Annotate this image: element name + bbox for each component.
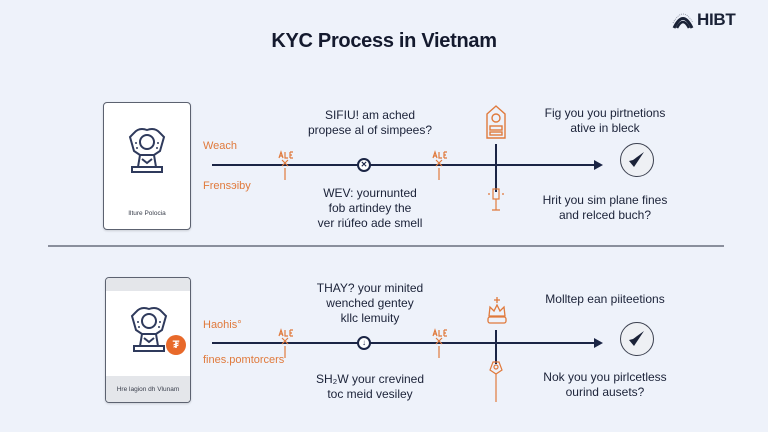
pin-marker-icon	[488, 188, 504, 211]
right-top-text: Molltep ean piiteetions	[530, 292, 680, 307]
label-top: Weach	[203, 140, 238, 152]
text-line: and relced buch?	[558, 208, 652, 222]
text-line: fob artindey the	[328, 201, 412, 215]
text-line: propese al of simpees?	[307, 123, 433, 137]
text-line: SIFIU! am ached	[324, 108, 416, 122]
text-line: Nok you you pirlcetless	[543, 370, 667, 384]
checkmark-icon	[629, 331, 644, 346]
check-circle-icon[interactable]	[620, 143, 654, 177]
text-line: Molltep ean piiteetions	[545, 292, 665, 306]
text-line: WEV: yournunted	[323, 186, 417, 200]
hibt-arch-icon	[672, 13, 694, 29]
card-header-band	[106, 278, 190, 291]
emblem-icon	[128, 128, 166, 173]
label-bottom: fines.pomtorcers	[203, 354, 285, 366]
page-title: KYC Process in Vietnam	[271, 30, 497, 52]
text-line: ative in bleck	[570, 121, 640, 135]
arrow-head-icon	[594, 160, 603, 170]
emblem-icon	[130, 307, 168, 352]
document-card: ₮ Hre lagion dh Vlunam	[105, 277, 191, 403]
text-line: kllc lemuity	[340, 311, 400, 325]
text-line: THAY? your minited	[316, 281, 424, 295]
card-caption: Ilture Polocia	[128, 210, 166, 217]
step-connector	[495, 144, 497, 192]
milestone-marker-icon	[278, 150, 293, 180]
text-line: toc meid vesiley	[327, 387, 413, 401]
milestone-marker-icon	[278, 328, 293, 358]
card-caption: Hre lagion dh Vlunam	[116, 386, 180, 393]
process-line	[212, 164, 596, 166]
document-card: Ilture Polocia	[103, 102, 191, 230]
label-top: Haohis°	[203, 319, 242, 331]
logo-text: HIBT	[697, 10, 736, 29]
card-footer-band	[106, 376, 190, 402]
center-bottom-text: SH₂W your crevined toc meid vesiley	[290, 372, 450, 402]
text-line: Fig you you pirtnetions	[544, 106, 666, 120]
center-bottom-text: WEV: yournunted fob artindey the ver riú…	[290, 186, 450, 231]
text-line: Hrit you sim plane fines	[542, 193, 668, 207]
weight-pendulum-icon	[489, 361, 503, 402]
step-connector	[495, 330, 497, 364]
label-bottom: Frensэiby	[203, 180, 251, 192]
section-divider	[48, 245, 724, 247]
process-node[interactable]: ✕	[357, 158, 371, 172]
milestone-marker-icon	[432, 150, 447, 180]
text-line: ourind ausets?	[565, 385, 645, 399]
house-document-icon	[486, 105, 506, 139]
hibt-logo[interactable]: HIBT	[672, 8, 736, 32]
process-node[interactable]: ↓	[357, 336, 371, 350]
text-line: ver riúfeo ade smell	[317, 216, 423, 230]
process-line	[212, 342, 596, 344]
right-bottom-text: Nok you you pirlcetless ourind ausets?	[530, 370, 680, 400]
text-line: SH₂W your crevined	[315, 372, 425, 386]
arrow-head-icon	[594, 338, 603, 348]
check-circle-icon[interactable]	[620, 322, 654, 356]
center-top-text: THAY? your minited wenched gentey kllc l…	[290, 281, 450, 326]
center-top-text: SIFIU! am ached propese al of simpees?	[290, 108, 450, 138]
right-top-text: Fig you you pirtnetions ative in bleck	[530, 106, 680, 136]
crown-icon	[487, 297, 507, 324]
right-bottom-text: Hrit you sim plane fines and relced buch…	[530, 193, 680, 223]
milestone-marker-icon	[432, 328, 447, 358]
checkmark-icon	[629, 152, 644, 167]
verification-badge: ₮	[166, 335, 186, 355]
text-line: wenched gentey	[326, 296, 414, 310]
